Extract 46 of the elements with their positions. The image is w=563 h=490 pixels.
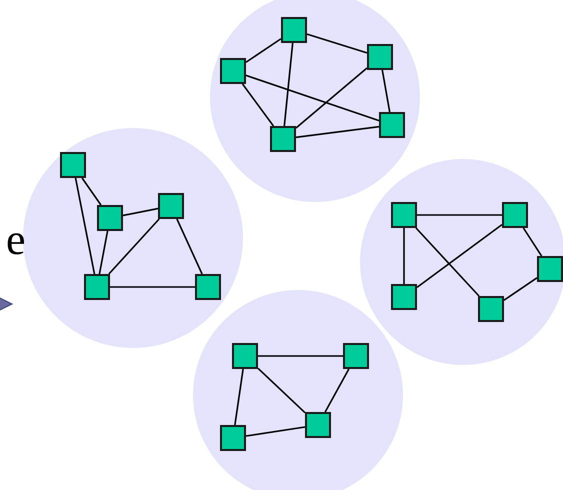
connector-line [504, 277, 538, 301]
square-node [343, 343, 369, 369]
connector-line [324, 368, 350, 412]
connector-line [108, 218, 160, 275]
connector-line [246, 38, 282, 63]
connector-line [81, 178, 102, 206]
connector-line [403, 228, 405, 284]
text-fragment: e [6, 218, 26, 262]
square-node [281, 17, 307, 43]
connector-line [416, 224, 502, 288]
square-node [270, 126, 296, 152]
connector-line [382, 70, 390, 112]
square-node [232, 343, 258, 369]
square-node [60, 152, 86, 178]
square-node [97, 205, 123, 231]
connector-line [415, 227, 480, 297]
square-node [379, 112, 405, 138]
square-node [537, 256, 563, 282]
square-node [220, 58, 246, 84]
connector-line [246, 426, 306, 437]
connector-line [296, 126, 380, 138]
square-node [502, 202, 528, 228]
connector-line [234, 368, 244, 426]
connector-line [246, 74, 380, 122]
connector-line [122, 208, 158, 216]
square-node [391, 284, 417, 310]
square-node [305, 412, 331, 438]
square-node [158, 193, 184, 219]
square-node [220, 425, 246, 451]
square-node [195, 274, 221, 300]
square-node [478, 296, 504, 322]
connector-line [74, 178, 96, 274]
square-node [367, 44, 393, 70]
connector-line [306, 33, 368, 54]
connector-line [176, 218, 203, 274]
connector-line [98, 230, 108, 274]
connector-line [417, 214, 502, 216]
connector-line [258, 355, 343, 357]
connector-line [284, 42, 294, 126]
square-node [391, 202, 417, 228]
connector-line [242, 84, 274, 126]
connector-line [257, 368, 306, 414]
connector-line [295, 67, 368, 129]
connector-line [522, 228, 542, 256]
connector-line [110, 286, 195, 288]
square-node [84, 274, 110, 300]
